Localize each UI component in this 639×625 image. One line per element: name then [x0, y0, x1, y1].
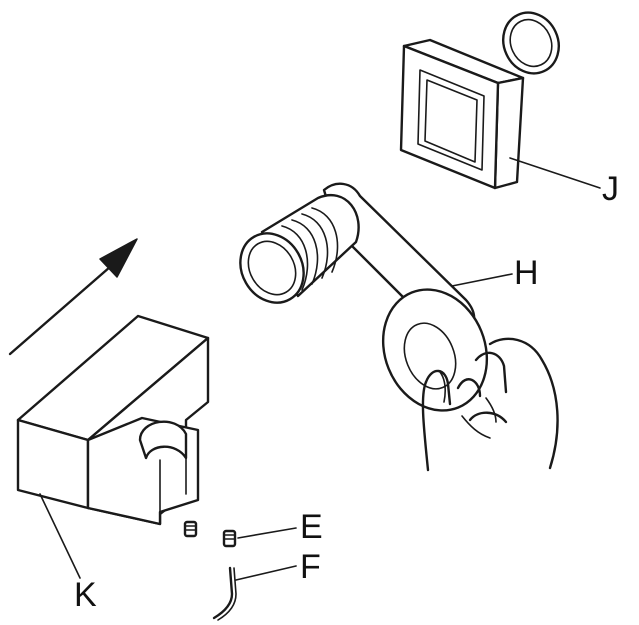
hand-illustration — [421, 337, 559, 472]
part-h-handle — [239, 182, 489, 412]
direction-arrow — [8, 238, 138, 356]
label-e: E — [300, 508, 323, 546]
part-j-oring — [502, 11, 560, 75]
label-j: J — [602, 170, 619, 208]
part-k-bracket — [16, 314, 210, 526]
part-e-screw-1 — [183, 520, 198, 538]
label-f: F — [300, 548, 321, 586]
leader-k — [39, 493, 81, 579]
leader-h — [451, 273, 513, 287]
label-h: H — [514, 254, 539, 292]
leader-j — [509, 157, 601, 189]
part-j-frame — [399, 38, 525, 190]
label-k: K — [74, 576, 97, 614]
part-f-allen-key — [212, 566, 237, 621]
leader-f — [235, 565, 297, 581]
leader-e — [237, 527, 297, 539]
part-e-screw-2 — [222, 529, 237, 548]
